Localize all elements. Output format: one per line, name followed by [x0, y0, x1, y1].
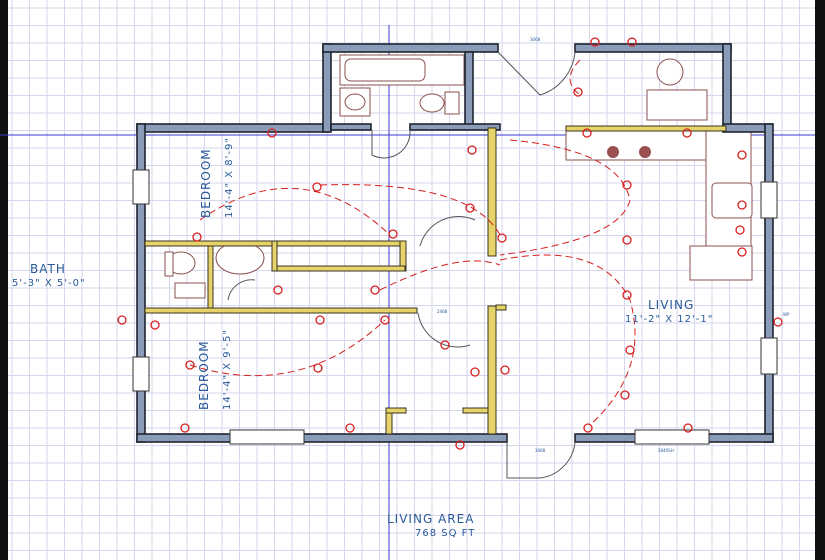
fixtures	[164, 54, 753, 299]
outlet-icon	[682, 128, 692, 138]
wp-tag: WP	[783, 312, 790, 317]
outlet-icon	[185, 360, 195, 370]
bedroom-bottom-label: BEDROOM	[197, 340, 211, 410]
outlet-icon	[737, 247, 747, 257]
outlet-icon	[150, 320, 160, 330]
exterior-walls	[132, 43, 778, 445]
outlet-icon	[180, 423, 190, 433]
outlet-icon	[573, 87, 583, 97]
doors[interactable]	[227, 51, 576, 479]
outlet-icon	[455, 440, 465, 450]
outlet-icon	[620, 390, 630, 400]
bath-label: BATH	[30, 262, 66, 276]
outlet-icon	[622, 180, 632, 190]
outlet-icon	[388, 229, 398, 239]
outlet-icon	[192, 232, 202, 242]
bath-size: 5'-3" X 5'-0"	[12, 278, 86, 289]
window-tag: 2840SH	[658, 448, 674, 453]
outlet-icon	[683, 423, 693, 433]
outlet-icon	[470, 367, 480, 377]
left-border	[0, 0, 8, 560]
front-door-tag: 3068	[535, 448, 546, 453]
outlet-icon	[583, 423, 593, 433]
outlet-icon	[465, 203, 475, 213]
outlet-icon	[625, 345, 635, 355]
electrical-outlets	[117, 37, 783, 450]
living-size: 11'-2" X 12'-1"	[625, 314, 713, 325]
outlet-icon	[500, 365, 510, 375]
outlet-icon	[440, 340, 450, 350]
outlet-icon	[622, 235, 632, 245]
outlet-icon	[627, 37, 637, 47]
outlet-icon	[273, 285, 283, 295]
outlet-icon	[345, 423, 355, 433]
outlet-icon	[773, 317, 783, 327]
interior-walls	[144, 125, 727, 435]
outlet-icon	[312, 182, 322, 192]
outlet-icon	[582, 128, 592, 138]
bedroom-bottom-size: 14'-4" X 9'-5"	[222, 329, 233, 410]
outlet-icon	[117, 315, 127, 325]
outlet-icon	[313, 363, 323, 373]
living-area-size: 768 SQ FT	[415, 528, 475, 539]
outlet-icon	[467, 145, 477, 155]
outlet-icon	[380, 315, 390, 325]
bedroom-top-label: BEDROOM	[199, 148, 213, 218]
outlet-icon	[497, 233, 507, 243]
living-label: LIVING	[648, 298, 694, 312]
interior-door-tag: 2468	[437, 309, 448, 314]
back-door-tag: 3068	[530, 37, 541, 42]
outlet-icon	[370, 285, 380, 295]
living-area-title: LIVING AREA	[387, 512, 474, 526]
outlet-icon	[735, 225, 745, 235]
outlet-icon	[622, 290, 632, 300]
bedroom-top-size: 14'-4" X 8'-9"	[224, 137, 235, 218]
outlet-icon	[315, 315, 325, 325]
outlet-icon	[737, 200, 747, 210]
outlet-icon	[590, 37, 600, 47]
outlet-icon	[737, 150, 747, 160]
outlet-icon	[267, 128, 277, 138]
right-border	[815, 0, 825, 560]
electrical-wiring	[189, 59, 636, 426]
